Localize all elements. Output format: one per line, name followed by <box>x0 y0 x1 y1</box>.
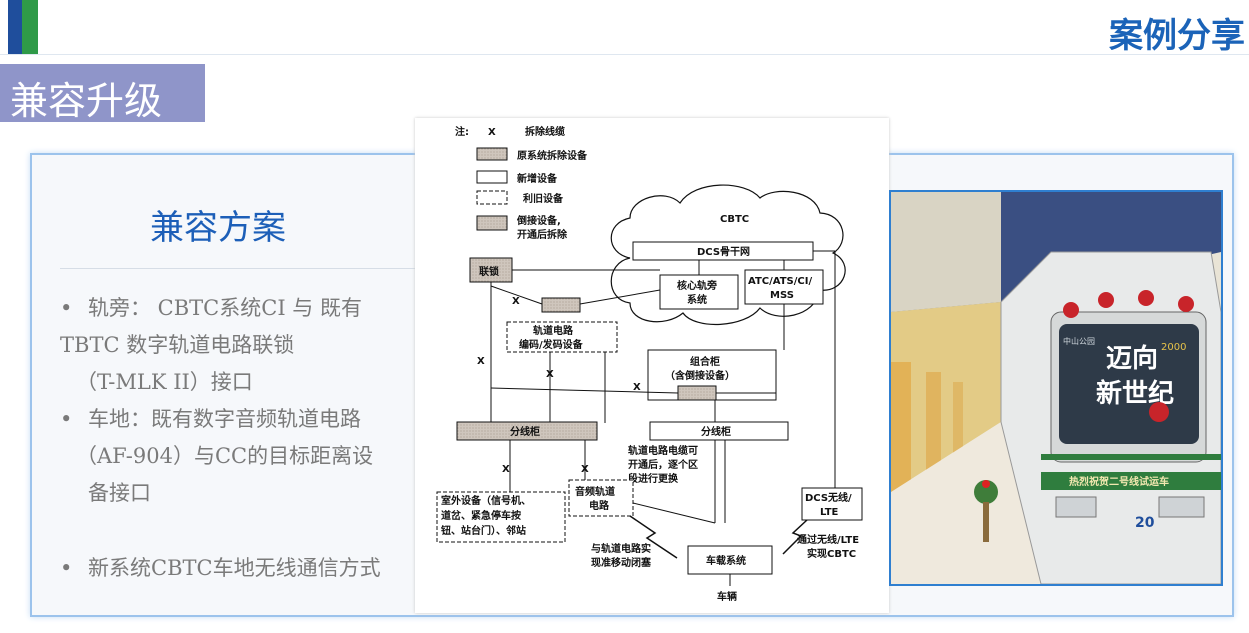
audio-track-box <box>568 479 634 517</box>
bullet-line: 备接口 <box>88 481 151 505</box>
bullet-item: • 车地：既有数字音频轨道电路 （AF-904）与CC的目标距离设 备接口 <box>60 401 415 512</box>
cut-mark: X <box>581 464 589 475</box>
card-divider <box>60 268 415 269</box>
atc-box <box>744 269 824 305</box>
audio-label-2: 电路 <box>589 499 610 512</box>
top-transition-switch <box>541 297 581 313</box>
cut-mark: X <box>512 296 520 307</box>
legend-new: 新增设备 <box>517 172 558 185</box>
left-distribution-label: 分线柜 <box>510 425 540 438</box>
legend-transition-swatch <box>476 215 508 231</box>
right-distribution-label: 分线柜 <box>701 425 731 438</box>
cut-mark: X <box>546 369 554 380</box>
cable-note-3: 段进行更换 <box>628 472 679 485</box>
outdoor-equipment-box <box>436 491 566 543</box>
outdoor-label-2: 道岔、紧急停车按 <box>441 509 521 522</box>
onboard-label: 车载系统 <box>706 554 746 567</box>
bullet-item: • 轨旁： CBTC系统CI 与 既有 TBTC 数字轨道电路联锁 （T-MLK… <box>60 290 415 401</box>
combo-label-1: 组合柜 <box>690 355 720 368</box>
legend-removed-swatch <box>476 147 508 161</box>
train-photo-svg: 热烈祝贺二号线试运车 迈向 新世纪 2000 中山公园 20 <box>891 192 1221 584</box>
legend-x-mark: X <box>488 127 496 138</box>
system-diagram: 注: X 拆除线缆 原系统拆除设备 新增设备 利旧设备 倒接设备, 开通后拆除 … <box>415 118 889 613</box>
vehicle-label: 车辆 <box>717 590 737 603</box>
combo-label-2: （含倒接设备） <box>665 369 735 382</box>
atc-label: ATC/ATS/CI/ <box>748 276 812 287</box>
mss-label: MSS <box>770 290 794 301</box>
dcs-backbone-label: DCS骨干网 <box>697 246 750 258</box>
outdoor-label-3: 钮、站台门）、邻站 <box>440 524 526 537</box>
logo-green-stripe <box>22 0 38 54</box>
bullet-line: （AF-904）与CC的目标距离设 <box>76 444 374 468</box>
legend-new-swatch <box>476 170 508 184</box>
coder-label-2: 编码/发码设备 <box>519 338 584 351</box>
bullet-dot-icon: • <box>60 556 73 580</box>
lte-note-2: 实现CBTC <box>807 547 856 560</box>
legend-removed: 原系统拆除设备 <box>517 149 588 162</box>
left-distribution-box <box>456 421 598 441</box>
logo-blue-stripe <box>8 0 22 54</box>
cloud-label: CBTC <box>720 214 749 225</box>
legend-x-desc: 拆除线缆 <box>525 125 565 138</box>
section-tab: 兼容升级 <box>0 64 205 123</box>
legend-reused-swatch <box>476 190 508 205</box>
train-banner: 热烈祝贺二号线试运车 <box>1069 475 1169 488</box>
top-bar: 案例分享 <box>0 0 1249 56</box>
cut-mark: X <box>477 356 485 367</box>
coder-box <box>506 321 618 353</box>
outdoor-label-1: 室外设备（信号机、 <box>441 494 531 507</box>
card-title: 兼容方案 <box>150 208 286 248</box>
lte-note-1: 通过无线/LTE <box>797 533 859 546</box>
bullet-line: （T-MLK II）接口 <box>76 370 253 394</box>
wireless-link-right <box>782 519 808 555</box>
cable-note-1: 轨道电路电缆可 <box>628 444 698 457</box>
dcs-wireless-box <box>801 487 863 521</box>
legend-reused: 利旧设备 <box>523 192 564 205</box>
cable-note-2: 开通后，逐个区 <box>628 458 698 471</box>
legend-note: 注: <box>455 125 469 138</box>
train-display-number: 2000 <box>1161 342 1186 353</box>
header-title: 案例分享 <box>1109 16 1245 56</box>
bullet-line: TBTC 数字轨道电路联锁 <box>60 333 295 357</box>
legend-transition-2: 开通后拆除 <box>517 228 568 241</box>
bullet-item: • 新系统CBTC车地无线通信方式 <box>60 550 415 587</box>
diagram-svg: 注: X 拆除线缆 原系统拆除设备 新增设备 利旧设备 倒接设备, 开通后拆除 … <box>436 125 863 603</box>
dcs-wireless-label-2: LTE <box>820 507 839 518</box>
bullet-line: 新系统CBTC车地无线通信方式 <box>88 556 381 580</box>
train-destination-1: 迈向 <box>1106 343 1158 374</box>
car-number: 20 <box>1135 515 1155 531</box>
bullet-dot-icon: • <box>60 296 73 320</box>
core-label-1: 核心轨旁 <box>677 279 717 292</box>
section-title: 兼容升级 <box>10 79 163 123</box>
moving-block-note-2: 现准移动闭塞 <box>591 556 652 569</box>
core-label-2: 系统 <box>687 293 707 306</box>
bullet-dot-icon: • <box>60 407 73 431</box>
moving-block-note-1: 与轨道电路实 <box>591 542 651 555</box>
wireless-link-left <box>629 515 678 559</box>
bullet-line: 车地：既有数字音频轨道电路 <box>88 407 361 431</box>
interlock-label: 联锁 <box>479 265 499 278</box>
combo-transition-switch <box>677 385 717 401</box>
train-photo: 热烈祝贺二号线试运车 迈向 新世纪 2000 中山公园 20 <box>889 190 1223 586</box>
audio-label-1: 音频轨道 <box>575 485 615 498</box>
legend-transition-1: 倒接设备, <box>516 214 561 227</box>
right-distribution-box <box>649 421 789 441</box>
station-logo: 中山公园 <box>1063 336 1095 346</box>
cut-mark: X <box>633 382 641 393</box>
cut-mark: X <box>502 464 510 475</box>
bullet-line: 轨旁： CBTC系统CI 与 既有 <box>88 296 362 320</box>
coder-label-1: 轨道电路 <box>533 324 574 337</box>
dcs-wireless-label-1: DCS无线/ <box>805 491 852 504</box>
